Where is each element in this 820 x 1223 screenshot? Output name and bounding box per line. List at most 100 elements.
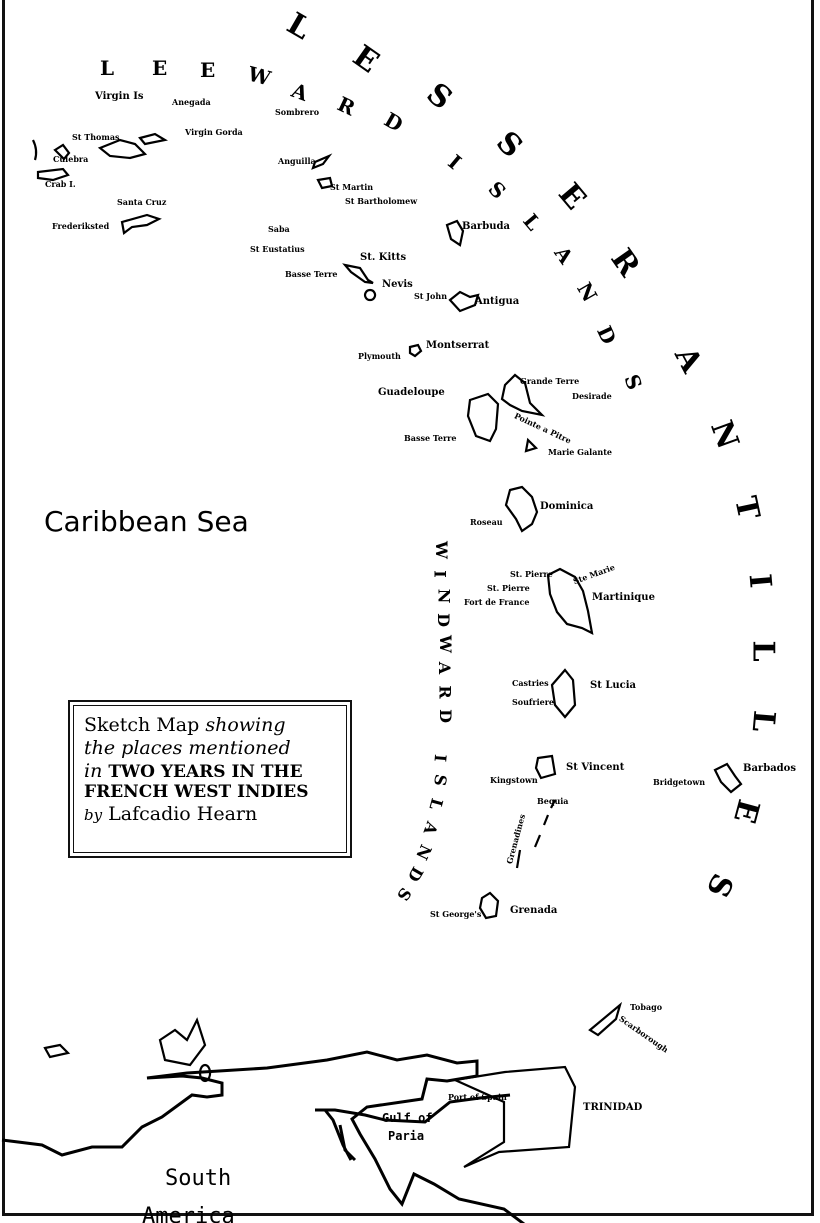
place-label: Guadeloupe	[378, 387, 445, 398]
place-label: Bridgetown	[653, 777, 706, 787]
title-text: showing	[205, 714, 286, 736]
island-barbados	[713, 762, 743, 794]
island-margarita	[158, 1017, 207, 1067]
place-label: Virgin Is	[95, 91, 144, 102]
region-letter: D	[435, 709, 455, 723]
paria-label: Paria	[388, 1129, 425, 1143]
island-montserrat	[408, 343, 423, 358]
region-letter: I	[741, 572, 778, 590]
place-label: Virgin Gorda	[185, 127, 243, 137]
place-label: St George's	[430, 909, 482, 919]
island-marie-galante	[524, 437, 539, 453]
island-culebra	[32, 139, 71, 161]
title-text: by	[84, 805, 103, 824]
place-label: Antigua	[475, 296, 520, 307]
coast-paria-peninsula	[323, 1109, 357, 1162]
island-virgin-gorda	[138, 132, 169, 146]
place-label: St Eustatius	[250, 244, 305, 254]
place-label: Basse Terre	[404, 433, 457, 443]
place-label: Barbuda	[462, 221, 510, 232]
book-title: TWO YEARS IN THE	[108, 761, 303, 782]
island-st-thomas	[97, 138, 148, 160]
place-label: Castries	[512, 678, 549, 688]
title-text: the places mentioned	[84, 736, 291, 759]
south-label: South	[165, 1166, 232, 1191]
place-label: Bequia	[537, 796, 569, 806]
place-label: Kingstown	[490, 775, 538, 785]
island-dominica	[504, 485, 539, 533]
region-letter: I	[430, 753, 451, 763]
region-letter: L	[744, 709, 782, 734]
island-small-west	[43, 1043, 71, 1059]
place-label: St Vincent	[566, 762, 625, 773]
map-title-cartouche: Sketch Map showing the places mentioned …	[68, 700, 352, 858]
island-st-martin	[316, 176, 334, 190]
book-title: FRENCH WEST INDIES	[84, 782, 309, 803]
island-blanquilla	[198, 1063, 212, 1083]
region-letter: W	[431, 541, 451, 559]
place-label: Frederiksted	[52, 221, 110, 231]
place-label: Santa Cruz	[117, 197, 167, 207]
coast-south-america	[1, 1050, 526, 1223]
place-label: Fort de France	[464, 597, 530, 607]
island-guadeloupe-basse-terre	[466, 392, 500, 443]
island-grenadines	[515, 799, 556, 869]
island-st-lucia	[550, 668, 577, 719]
place-label: Desirade	[572, 391, 612, 401]
place-label: Dominica	[540, 501, 594, 512]
region-letter: L	[100, 56, 115, 80]
place-label: Anguilla	[278, 156, 316, 166]
place-label: Nevis	[382, 279, 413, 290]
island-guadeloupe-grande-terre	[500, 373, 546, 417]
title-text: Sketch Map	[84, 714, 200, 736]
place-label: St Bartholomew	[345, 196, 418, 206]
place-label: Martinique	[592, 592, 655, 603]
gulf-of-label: Gulf of	[382, 1111, 433, 1125]
island-trinidad	[451, 1065, 577, 1169]
place-label: Culebra	[53, 154, 89, 164]
place-label: Grande Terre	[520, 376, 580, 386]
america-label: America	[142, 1204, 235, 1223]
place-label: St. Pierre	[510, 569, 553, 579]
place-label: Saba	[268, 224, 290, 234]
island-st-kitts	[342, 263, 374, 285]
place-label: Marie Galante	[548, 447, 613, 457]
region-letter: I	[430, 570, 450, 578]
place-label: Crab I.	[45, 179, 76, 189]
title-text: in	[84, 759, 103, 782]
region-letter: R	[435, 685, 455, 699]
place-label: Soufriere	[512, 697, 555, 707]
region-letter: L	[745, 640, 781, 662]
place-label: St John	[414, 291, 448, 301]
region-letter: D	[433, 613, 453, 627]
place-label: St Lucia	[590, 680, 636, 691]
caribbean-sea-label: Caribbean Sea	[44, 505, 249, 538]
island-santa-cruz	[120, 213, 162, 235]
place-label: Barbados	[743, 763, 796, 774]
place-label: Montserrat	[426, 340, 490, 351]
region-letter: E	[152, 56, 168, 80]
island-grenada	[478, 891, 500, 920]
island-nevis	[363, 288, 377, 302]
place-label: St Thomas	[72, 132, 120, 142]
place-label: Anegada	[172, 97, 211, 107]
author-name: Lafcadio Hearn	[108, 802, 258, 825]
region-letter: N	[434, 588, 454, 604]
place-label: Sombrero	[275, 107, 320, 117]
place-label: Tobago	[630, 1002, 663, 1012]
island-antigua	[448, 290, 480, 313]
place-label: St Martin	[330, 182, 374, 192]
island-crab	[36, 167, 70, 182]
place-label: Plymouth	[358, 351, 401, 361]
island-martinique	[546, 567, 594, 635]
place-label: Roseau	[470, 517, 503, 527]
place-label: Basse Terre	[285, 269, 338, 279]
region-letter: A	[435, 661, 455, 675]
island-anguilla	[311, 153, 333, 170]
place-label: Port of Spain	[448, 1092, 507, 1102]
region-letter: E	[200, 58, 216, 82]
island-tobago	[588, 1001, 623, 1037]
